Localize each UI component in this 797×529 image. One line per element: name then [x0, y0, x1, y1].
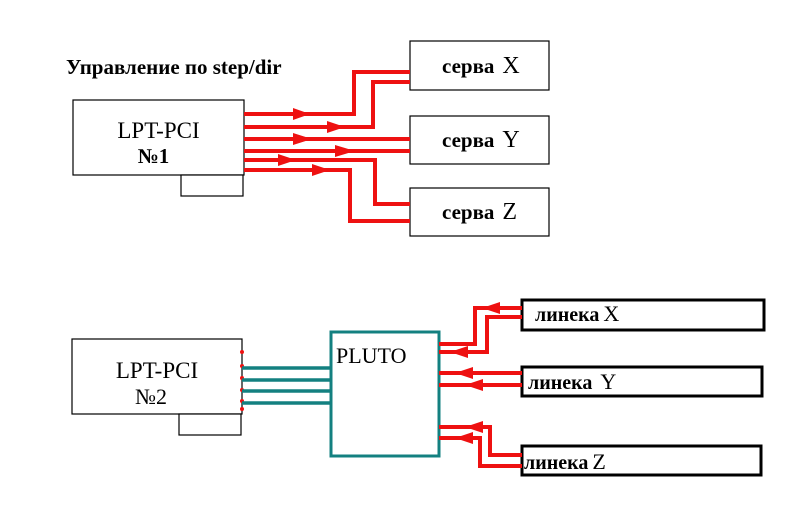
wire-scale-x-a [439, 306, 522, 346]
arrow-left-icon [465, 379, 483, 391]
lpt-card-2-number: №2 [135, 384, 167, 409]
scale-x-text: линека [535, 304, 600, 326]
arrow-right-icon [312, 164, 330, 176]
wire-x-dir [244, 80, 410, 129]
encoder-arrows [450, 302, 500, 444]
arrow-right-icon [278, 154, 296, 166]
lpt-card-2-bracket [178, 413, 242, 436]
scale-z-axis: Z [592, 449, 606, 474]
servo-x-label: серва X [442, 53, 520, 80]
servo-x-axis: X [502, 53, 520, 79]
diagram-title: Управление по step/dir [66, 55, 282, 79]
lpt-card-2-box [71, 338, 243, 415]
arrow-left-icon [465, 421, 483, 433]
scale-x-axis: X [603, 301, 620, 326]
servo-x-text: серва [442, 54, 495, 78]
scale-y-label: линека Y [528, 369, 616, 395]
lpt-card-1-number: №1 [137, 144, 170, 168]
bus-wires [242, 366, 331, 405]
servo-z-box [409, 187, 550, 237]
servo-x-box [409, 40, 550, 91]
step-dir-arrows [278, 108, 355, 176]
arrow-right-icon [293, 133, 312, 145]
arrow-right-icon [335, 145, 355, 157]
step-dir-wires [244, 70, 410, 223]
arrow-left-icon [455, 367, 473, 379]
scale-z-text: линека [524, 452, 589, 474]
scale-y-axis: Y [600, 369, 617, 394]
pluto-box [329, 330, 441, 458]
lpt-card-1-label: LPT-PCI №1 [73, 118, 244, 169]
servo-y-text: серва [442, 128, 495, 152]
arrow-right-icon [293, 108, 310, 120]
servo-z-axis: Z [502, 199, 518, 225]
lpt-card-1-name: LPT-PCI [117, 118, 200, 143]
scale-y-text: линека [528, 372, 593, 394]
wire-z-step [244, 158, 410, 206]
servo-z-label: серва Z [442, 199, 517, 226]
wire-scale-x-b [439, 315, 522, 354]
wire-scale-z-a [439, 425, 522, 457]
scale-y-box [520, 365, 764, 398]
arrow-left-icon [455, 432, 473, 444]
servo-y-label: серва Y [442, 127, 520, 154]
pluto-label: PLUTO [336, 343, 407, 368]
lpt-card-1-bracket [180, 174, 244, 197]
lpt-card-2-name: LPT-PCI [115, 358, 199, 383]
servo-y-box [409, 115, 550, 165]
wire-scale-z-b [439, 436, 522, 468]
arrow-right-icon [327, 121, 345, 133]
arrow-left-icon [482, 302, 500, 314]
lpt-card-1-box [72, 99, 245, 176]
wire-z-dir [244, 168, 410, 223]
arrow-left-icon [450, 346, 468, 358]
servo-z-text: серва [442, 200, 495, 224]
lpt-card-2-label: LPT-PCI №2 [72, 358, 242, 410]
scale-z-box [520, 444, 763, 477]
servo-y-axis: Y [502, 127, 520, 153]
